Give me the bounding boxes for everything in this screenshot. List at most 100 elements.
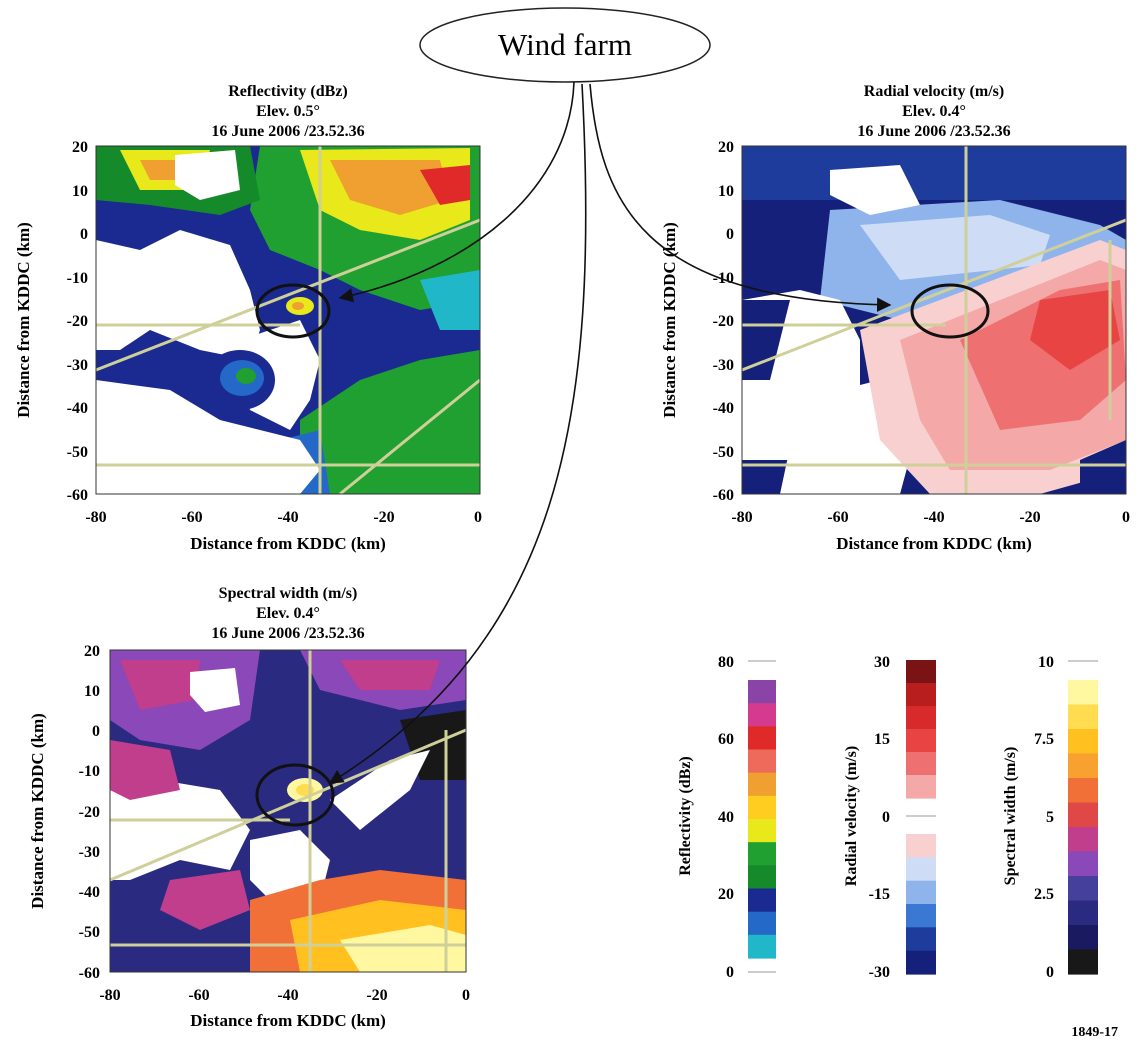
radial-velocity-panel: Radial velocity (m/s) Elev. 0.4° 16 June… <box>660 83 1130 553</box>
x-tick: -20 <box>373 509 394 526</box>
x-tick: -60 <box>827 509 848 526</box>
y-tick: 0 <box>726 226 734 243</box>
y-tick: -40 <box>67 400 88 417</box>
y-tick: -20 <box>67 313 88 330</box>
y-tick: 10 <box>84 683 100 700</box>
x-tick: -40 <box>277 987 298 1004</box>
y-tick: -60 <box>713 487 734 504</box>
colorbar-tick: 10 <box>1038 654 1054 671</box>
spectral-width-map <box>110 650 466 972</box>
spectral-width-panel: Spectral width (m/s) Elev. 0.4° 16 June … <box>28 585 470 1030</box>
x-tick: -80 <box>99 987 120 1004</box>
y-tick: -20 <box>713 313 734 330</box>
spectral-width-colorbar-label: Spectral width (m/s) <box>1002 747 1019 886</box>
y-tick: -10 <box>713 270 734 287</box>
reflectivity-title-line-3: 16 June 2006 /23.52.36 <box>211 123 364 140</box>
spectral-width-y-ticks: 20 10 0 -10 -20 -30 -40 -50 -60 <box>79 643 100 982</box>
y-tick: -30 <box>713 357 734 374</box>
spectral-width-x-ticks: -80 -60 -40 -20 0 <box>99 987 470 1004</box>
y-tick: -20 <box>79 804 100 821</box>
connector-to-reflectivity <box>338 81 575 303</box>
connector-to-spectral-width <box>328 83 587 784</box>
colorbar-tick: 15 <box>874 731 890 748</box>
colorbar-tick: -30 <box>869 964 890 981</box>
colorbar-swatch <box>1068 900 1098 926</box>
colorbar-swatch <box>748 911 776 936</box>
wind-farm-ring-velocity <box>910 283 990 339</box>
colorbar-tick: 0 <box>726 964 734 981</box>
colorbar-swatch <box>906 857 936 882</box>
reflectivity-map <box>96 146 480 494</box>
y-tick: -40 <box>713 400 734 417</box>
colorbar-swatch <box>1068 851 1098 877</box>
wind-farm-rings <box>255 283 990 827</box>
y-tick: -40 <box>79 884 100 901</box>
radial-velocity-colorbar-label: Radial velocity (m/s) <box>843 746 860 886</box>
colorbar-swatch <box>906 834 936 858</box>
radial-velocity-x-label: Distance from KDDC (km) <box>836 534 1032 553</box>
reflectivity-title-line-1: Reflectivity (dBz) <box>228 83 348 100</box>
colorbar-swatch <box>748 842 776 866</box>
colorbar-swatch <box>906 683 936 707</box>
y-tick: -50 <box>713 444 734 461</box>
colorbar-swatch <box>748 795 776 820</box>
y-tick: -60 <box>79 965 100 982</box>
colorbar-tick: 7.5 <box>1034 731 1054 748</box>
reflectivity-colorbar-label: Reflectivity (dBz) <box>677 756 694 876</box>
colorbar-swatch <box>906 904 936 928</box>
colorbar-swatch <box>1068 827 1098 853</box>
reflectivity-x-ticks: -80 -60 -40 -20 0 <box>85 509 482 526</box>
radial-velocity-y-ticks: 20 10 0 -10 -20 -30 -40 -50 -60 <box>713 139 734 504</box>
x-tick: 0 <box>474 509 482 526</box>
radial-velocity-y-label: Distance from KDDC (km) <box>660 222 679 418</box>
colorbar-swatch <box>1068 704 1098 730</box>
colorbar-swatch <box>748 772 776 797</box>
x-tick: -40 <box>277 509 298 526</box>
colorbar-tick: 60 <box>718 731 734 748</box>
colorbar-tick: 80 <box>718 654 734 671</box>
y-tick: 10 <box>718 183 734 200</box>
colorbar-swatch <box>906 660 936 684</box>
spectral-width-title-line-2: Elev. 0.4° <box>256 605 320 622</box>
reflectivity-title-line-2: Elev. 0.5° <box>256 103 320 120</box>
colorbar-tick: 30 <box>874 654 890 671</box>
y-tick: -50 <box>79 924 100 941</box>
x-tick: -20 <box>366 987 387 1004</box>
y-tick: 0 <box>92 723 100 740</box>
y-tick: -50 <box>67 444 88 461</box>
spectral-width-y-label: Distance from KDDC (km) <box>28 713 47 909</box>
x-tick: -40 <box>923 509 944 526</box>
y-tick: -60 <box>67 487 88 504</box>
colorbar-swatch <box>906 706 936 730</box>
y-tick: 20 <box>72 139 88 156</box>
spectral-width-colorbar: Spectral width (m/s) 10 7.5 5 2.5 0 <box>1002 654 1098 981</box>
colorbar-swatch <box>1068 753 1098 779</box>
colorbar-swatch <box>906 927 936 952</box>
y-tick: -10 <box>79 763 100 780</box>
y-tick: -10 <box>67 270 88 287</box>
colorbar-swatch <box>748 749 776 774</box>
colorbar-swatch <box>748 934 776 959</box>
reflectivity-x-label: Distance from KDDC (km) <box>190 534 386 553</box>
radial-velocity-x-ticks: -80 -60 -40 -20 0 <box>731 509 1130 526</box>
colorbar-swatch <box>748 680 776 704</box>
x-tick: -20 <box>1019 509 1040 526</box>
x-tick: -80 <box>85 509 106 526</box>
radial-velocity-title-line-3: 16 June 2006 /23.52.36 <box>857 123 1010 140</box>
wind-farm-ring-spectral-width <box>255 763 335 827</box>
figure-id: 1849-17 <box>1071 1025 1118 1040</box>
colorbar-swatch <box>748 703 776 727</box>
spectral-width-title-line-1: Spectral width (m/s) <box>219 585 358 602</box>
y-tick: 20 <box>84 643 100 660</box>
callout-connectors <box>328 81 892 784</box>
colorbar-swatch <box>1068 949 1098 975</box>
radial-velocity-title-line-1: Radial velocity (m/s) <box>864 83 1004 100</box>
radial-velocity-colorbar: Radial velocity (m/s) 30 15 0 -15 -30 <box>843 654 936 981</box>
colorbar-tick: 5 <box>1046 809 1054 826</box>
reflectivity-panel: Reflectivity (dBz) Elev. 0.5° 16 June 20… <box>14 83 482 553</box>
connector-to-velocity <box>589 83 892 312</box>
colorbar-swatch <box>748 865 776 890</box>
spectral-width-title-line-3: 16 June 2006 /23.52.36 <box>211 625 364 642</box>
colorbar-swatch <box>1068 729 1098 755</box>
wind-farm-label: Wind farm <box>498 27 632 62</box>
